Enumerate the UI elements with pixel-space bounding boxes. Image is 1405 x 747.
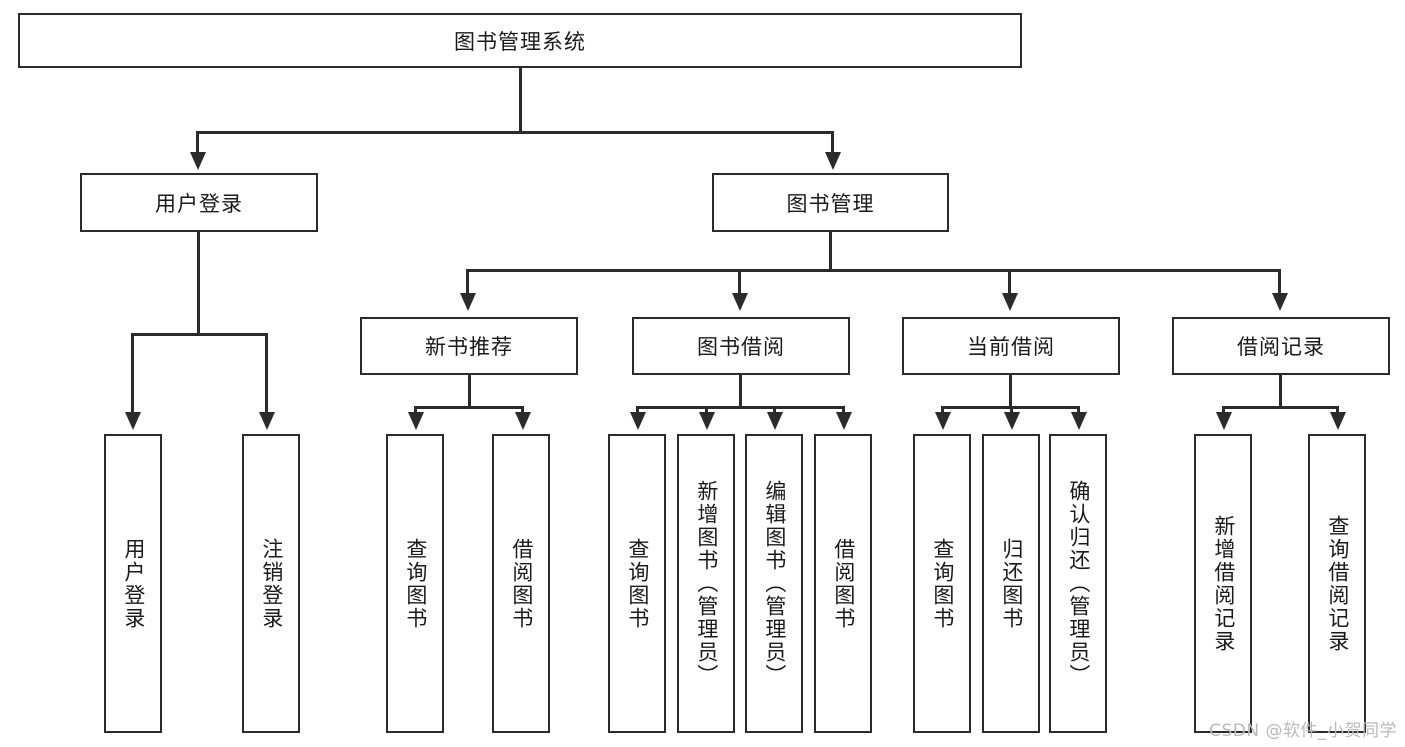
leaf-edit-book-admin[interactable]: 编辑图书（管理员） [745,434,803,733]
node-label: 查询图书 [625,537,650,630]
connector-borrow-record-stem [1279,375,1282,408]
connector-to-borrow-record [1278,269,1281,296]
leaf-add-borrow-record[interactable]: 新增借阅记录 [1194,434,1252,733]
node-label: 图书管理系统 [454,29,586,54]
connector-user-login-bus [131,333,268,336]
arrow-down-icon [1272,293,1288,311]
arrow-down-icon [1071,412,1087,430]
connector-borrow-record-bus [1222,406,1339,409]
leaf-borrow-book-2[interactable]: 借阅图书 [814,434,872,733]
connector-book-borrow-bus [636,406,844,409]
watermark-text: CSDN @软件_小贺同学 [1209,721,1397,741]
node-label: 借阅记录 [1237,335,1325,359]
connector-book-manage-bus [466,269,1281,272]
node-current-borrow[interactable]: 当前借阅 [902,317,1120,375]
connector-new-book-rec-bus [414,406,524,409]
leaf-return-book[interactable]: 归还图书 [982,434,1040,733]
node-label: 新书推荐 [425,335,513,359]
leaf-confirm-return-admin[interactable]: 确认归还（管理员） [1049,434,1107,733]
connector-new-book-rec-stem [468,375,471,408]
connector-to-book-borrow [738,269,741,296]
node-label: 用户登录 [155,191,243,216]
node-borrow-record[interactable]: 借阅记录 [1172,317,1390,375]
node-label: 用户登录 [121,537,146,630]
node-label: 新增借阅记录 [1211,514,1236,653]
connector-user-login-to-leaf-1 [131,333,134,418]
arrow-down-icon [767,412,783,430]
node-label: 图书借阅 [697,335,785,359]
arrow-down-icon [125,412,141,430]
arrow-down-icon [1330,412,1346,430]
connector-book-manage-stem [829,232,832,272]
arrow-down-icon [1002,293,1018,311]
arrow-down-icon [515,412,531,430]
connector-to-current-borrow [1008,269,1011,296]
node-label: 归还图书 [999,537,1024,630]
node-label: 当前借阅 [967,335,1055,359]
leaf-query-book-1[interactable]: 查询图书 [386,434,444,733]
arrow-down-icon [732,293,748,311]
node-label: 借阅图书 [831,537,856,630]
leaf-add-book-admin[interactable]: 新增图书（管理员） [677,434,735,733]
arrow-down-icon [935,412,951,430]
node-label: 编辑图书（管理员） [762,480,787,687]
node-book-borrow[interactable]: 图书借阅 [632,317,850,375]
arrow-down-icon [1216,412,1232,430]
node-label: 查询借阅记录 [1325,514,1350,653]
connector-to-new-book-rec [466,269,469,296]
leaf-query-borrow-record[interactable]: 查询借阅记录 [1308,434,1366,733]
leaf-query-book-3[interactable]: 查询图书 [913,434,971,733]
node-label: 查询图书 [930,537,955,630]
connector-root-stem [519,68,522,133]
arrow-down-icon [460,293,476,311]
node-label: 确认归还（管理员） [1066,480,1091,687]
node-label: 图书管理 [786,191,875,216]
leaf-borrow-book-1[interactable]: 借阅图书 [492,434,550,733]
arrow-down-icon [630,412,646,430]
node-label: 查询图书 [403,537,428,630]
node-user-login[interactable]: 用户登录 [80,173,318,232]
arrow-down-icon [836,412,852,430]
node-book-manage[interactable]: 图书管理 [712,173,949,232]
connector-current-borrow-stem [1009,375,1012,408]
arrow-down-icon [825,152,841,170]
connector-user-login-stem [197,232,200,335]
node-root-system[interactable]: 图书管理系统 [18,13,1022,68]
arrow-down-icon [259,412,275,430]
connector-root-to-book-manage [831,131,834,155]
leaf-logout-login[interactable]: 注销登录 [242,434,300,733]
node-new-book-recommend[interactable]: 新书推荐 [360,317,578,375]
node-label: 新增图书（管理员） [694,480,719,687]
arrow-down-icon [190,152,206,170]
arrow-down-icon [1004,412,1020,430]
arrow-down-icon [699,412,715,430]
connector-root-bus [196,131,834,134]
leaf-user-login[interactable]: 用户登录 [104,434,162,733]
connector-root-to-user-login [196,131,199,155]
connector-book-borrow-stem [739,375,742,408]
arrow-down-icon [408,412,424,430]
node-label: 借阅图书 [509,537,534,630]
leaf-query-book-2[interactable]: 查询图书 [608,434,666,733]
node-label: 注销登录 [259,537,284,630]
connector-user-login-to-leaf-2 [265,333,268,418]
